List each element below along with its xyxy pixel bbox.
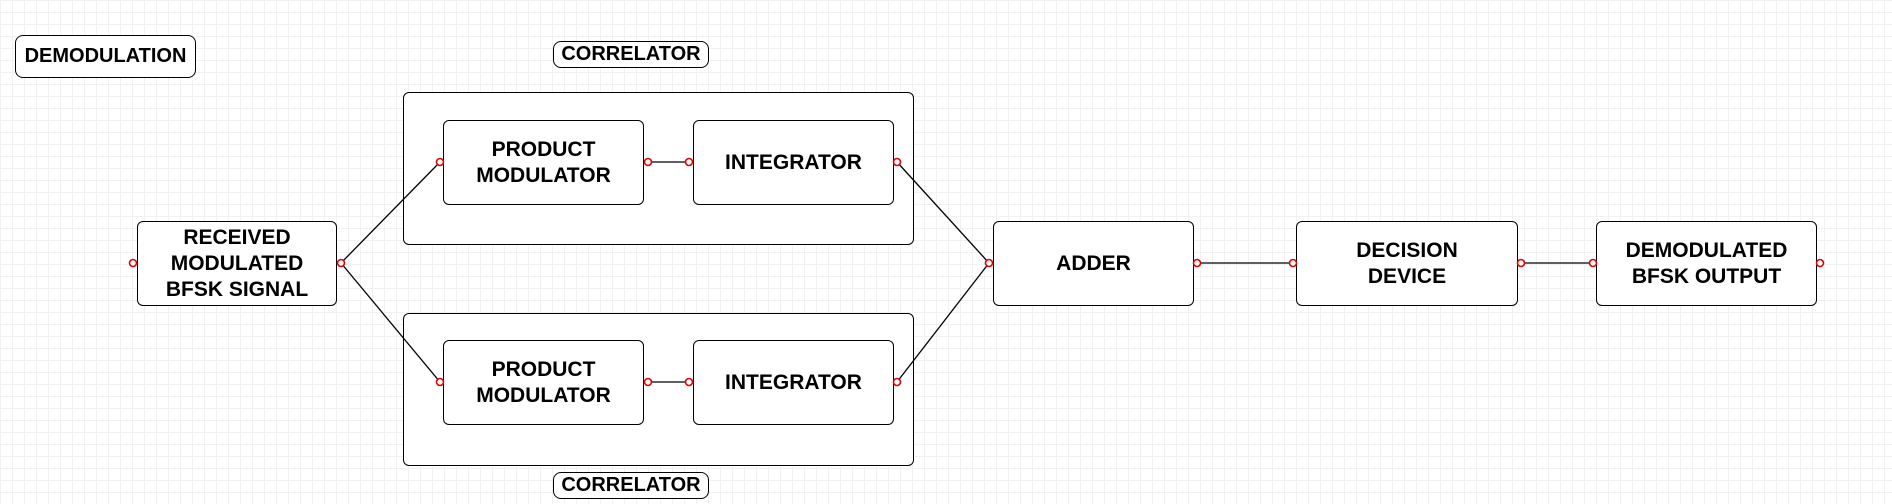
port-decision-in[interactable]: [1288, 258, 1298, 268]
port-product-top-in[interactable]: [435, 157, 445, 167]
wire-integrator-top-to-adder: [896, 161, 990, 264]
correlator-label-bottom: CORRELATOR: [553, 472, 709, 499]
wire-input-to-product-bottom: [340, 262, 441, 383]
port-adder-out[interactable]: [1192, 258, 1202, 268]
product-modulator-block-bottom[interactable]: PRODUCT MODULATOR: [443, 340, 644, 425]
port-integrator-top-in[interactable]: [684, 157, 694, 167]
product-modulator-label-bottom: PRODUCT MODULATOR: [476, 357, 611, 407]
port-integrator-bottom-in[interactable]: [684, 377, 694, 387]
port-product-bottom-out[interactable]: [643, 377, 653, 387]
port-integrator-bottom-out[interactable]: [892, 377, 902, 387]
product-modulator-block-top[interactable]: PRODUCT MODULATOR: [443, 120, 644, 205]
integrator-label-bottom: INTEGRATOR: [725, 370, 862, 394]
diagram-title: DEMODULATION: [15, 35, 196, 78]
wire-input-to-product-top: [340, 161, 441, 264]
correlator-label-top: CORRELATOR: [553, 41, 709, 68]
port-integrator-top-out[interactable]: [892, 157, 902, 167]
decision-device-label: DECISION DEVICE: [1356, 238, 1458, 288]
port-adder-in[interactable]: [984, 258, 994, 268]
received-signal-label: RECEIVED MODULATED BFSK SIGNAL: [165, 225, 309, 301]
integrator-block-bottom[interactable]: INTEGRATOR: [693, 340, 894, 425]
demodulated-output-label: DEMODULATED BFSK OUTPUT: [1625, 238, 1788, 288]
demodulated-output-block[interactable]: DEMODULATED BFSK OUTPUT: [1596, 221, 1817, 306]
port-product-bottom-in[interactable]: [435, 377, 445, 387]
product-modulator-label-top: PRODUCT MODULATOR: [476, 137, 611, 187]
received-signal-block[interactable]: RECEIVED MODULATED BFSK SIGNAL: [137, 221, 337, 306]
port-decision-out[interactable]: [1516, 258, 1526, 268]
adder-block[interactable]: ADDER: [993, 221, 1194, 306]
integrator-label-top: INTEGRATOR: [725, 150, 862, 174]
port-input-out[interactable]: [336, 258, 346, 268]
port-output-in[interactable]: [1588, 258, 1598, 268]
port-input-in[interactable]: [128, 258, 138, 268]
integrator-block-top[interactable]: INTEGRATOR: [693, 120, 894, 205]
wire-integrator-bottom-to-adder: [896, 262, 990, 383]
port-product-top-out[interactable]: [643, 157, 653, 167]
adder-label: ADDER: [1056, 251, 1131, 275]
port-output-out[interactable]: [1815, 258, 1825, 268]
